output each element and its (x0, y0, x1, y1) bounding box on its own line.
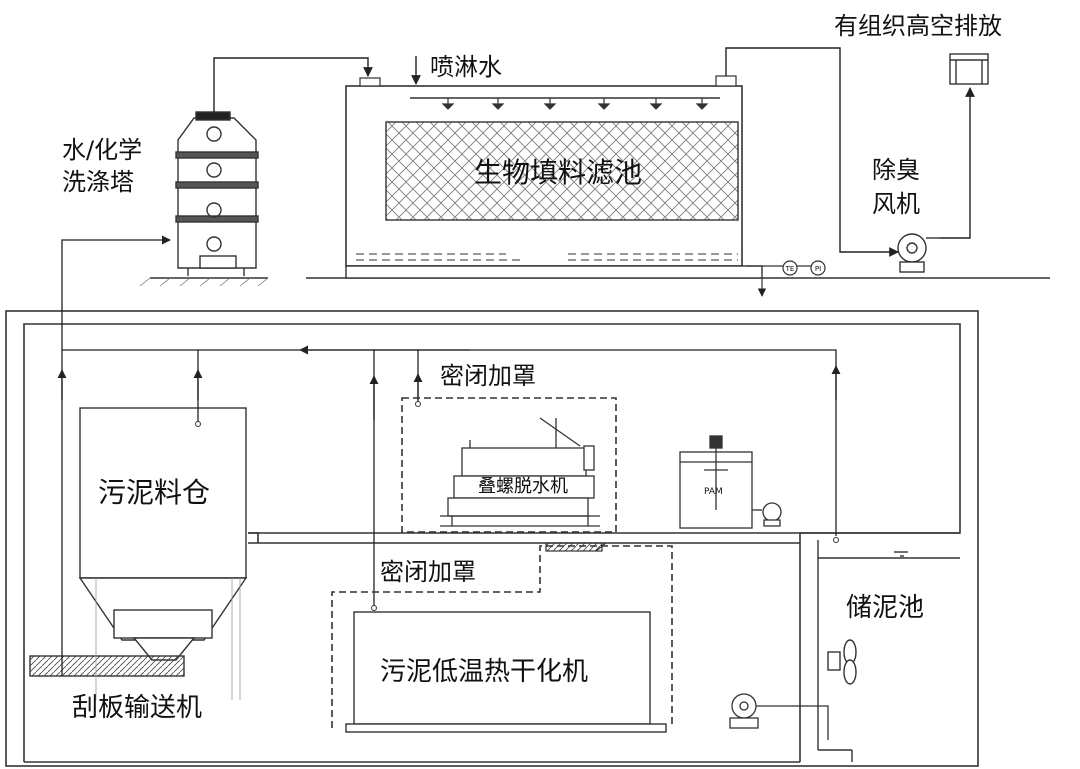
pam-tank-label: PAM (704, 487, 723, 497)
biofilter-tank (345, 75, 763, 279)
upper-ducts (213, 47, 975, 257)
sludge-dryer (345, 611, 667, 733)
biofilter-label: 生物填料滤池 (474, 156, 642, 189)
sludge-storage-tank (817, 540, 960, 762)
screw-press-label: 叠螺脱水机 (478, 476, 568, 497)
spray-water-label: 喷淋水 (430, 53, 502, 81)
sludge-bin-label: 污泥料仓 (98, 476, 210, 509)
building-outline (5, 310, 979, 767)
deodor-fan (897, 233, 940, 273)
scraper-conveyor-label: 刮板输送机 (72, 693, 202, 723)
deodor-fan-label-line1: 除臭 (872, 156, 920, 184)
screw-press (440, 417, 600, 527)
high-emission-label: 有组织高空排放 (834, 12, 1002, 40)
pam-tank (679, 435, 782, 529)
scrubber-tower (175, 111, 259, 276)
scrubber-label-line1: 水/化学 (62, 136, 142, 164)
dryer-label: 污泥低温热干化机 (380, 657, 588, 687)
exhaust-stack (949, 53, 989, 85)
bottom-pump (729, 693, 829, 740)
sealed-cover-1-label: 密闭加罩 (440, 362, 536, 390)
collection-ducts (57, 235, 841, 676)
sealed-cover-2-label: 密闭加罩 (380, 558, 476, 586)
sludge-bin (78, 407, 248, 661)
bin-support-lines (95, 578, 241, 700)
drain-and-gauges (746, 260, 826, 297)
scrubber-label-line2: 洗涤塔 (62, 168, 134, 196)
discharge-chute (545, 542, 603, 552)
deodor-fan-label-line2: 风机 (872, 190, 920, 218)
sealed-cover-2 (331, 545, 673, 728)
sludge-tank-label: 储泥池 (846, 593, 924, 623)
gauge-pi-label: PI (815, 265, 821, 273)
sealed-cover-1 (401, 397, 617, 533)
scraper-conveyor (29, 655, 185, 677)
gauge-te-label: TE (785, 265, 795, 273)
